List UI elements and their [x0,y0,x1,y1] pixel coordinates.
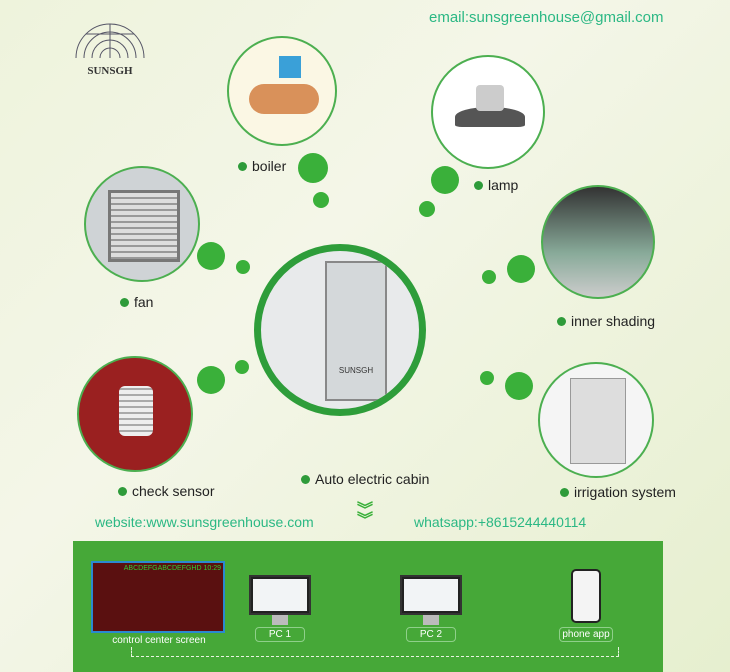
device-label: phone app [559,627,613,642]
lamp-image [431,55,545,169]
decor-dot [482,270,496,284]
phone-icon [571,569,601,623]
monitor-icon [400,575,462,615]
boiler-image [227,36,337,146]
label-boiler: boiler [238,158,286,174]
decor-dot [431,166,459,194]
decor-dot [480,371,494,385]
label-fan: fan [120,294,153,310]
decor-dot [298,153,328,183]
irrigation-image [538,362,654,478]
device-label: PC 1 [255,627,305,642]
led-screen: ABCDEFGABCDEFGHD 10:29 [91,561,225,633]
decor-dot [419,201,435,217]
device-label: PC 2 [406,627,456,642]
greenhouse-logo-icon [75,23,145,59]
decor-dot [197,242,225,270]
shading-image [541,185,655,299]
label-irrigation-system: irrigation system [560,484,676,500]
decor-dot [235,360,249,374]
decor-dot [505,372,533,400]
electric-cabinet-image: SUNSGH [254,244,426,416]
whatsapp-text: whatsapp:+8615244440114 [414,514,587,530]
device-label: control center screen [112,635,206,646]
label-check-sensor: check sensor [118,483,214,499]
decor-dot [507,255,535,283]
device-phone-app: phone app [551,569,621,646]
label-auto-electric-cabin: Auto electric cabin [301,471,429,487]
device-control-screen: ABCDEFGABCDEFGHD 10:29 control center sc… [91,561,227,646]
decor-dot [313,192,329,208]
decor-dot [236,260,250,274]
devices-panel: ABCDEFGABCDEFGHD 10:29 control center sc… [73,541,663,672]
double-chevron-down-icon: ︾︾ [357,502,374,529]
device-pc-2: PC 2 [391,575,471,644]
device-pc-1: PC 1 [240,575,320,644]
logo: SUNSGH [70,18,150,77]
label-lamp: lamp [474,177,518,193]
connection-line [131,647,619,657]
email-text: email:sunsgreenhouse@gmail.com [429,9,664,26]
monitor-icon [249,575,311,615]
label-inner-shading: inner shading [557,313,655,329]
fan-image [84,166,200,282]
cabinet-label: SUNSGH [338,366,374,375]
website-text: website:www.sunsgreenhouse.com [95,514,314,530]
sensor-image [77,356,193,472]
logo-text: SUNSGH [87,65,133,77]
decor-dot [197,366,225,394]
